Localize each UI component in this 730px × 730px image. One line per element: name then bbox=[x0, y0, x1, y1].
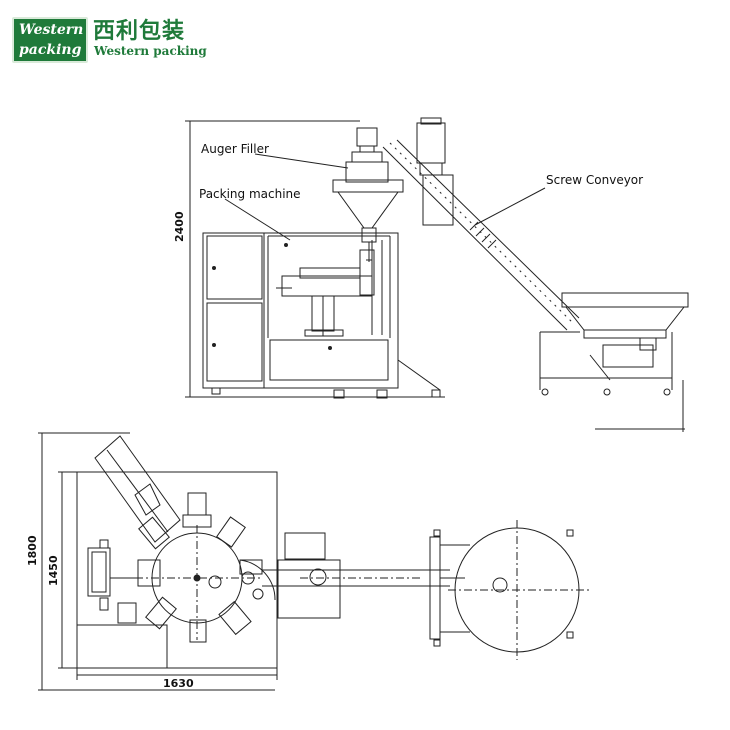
dimension-inner-length-label: 1450 bbox=[47, 555, 60, 586]
dimension-length-label: 1800 bbox=[26, 535, 39, 566]
conveyor-flights bbox=[469, 221, 497, 249]
packing-machine-base-plan bbox=[76, 471, 278, 669]
auger-filler bbox=[332, 127, 404, 262]
logo-line-1: Western bbox=[19, 22, 84, 38]
packing-machine-cabinet bbox=[202, 232, 399, 389]
dimension-line-height bbox=[185, 120, 360, 398]
label-auger-filler: Auger Filler bbox=[201, 142, 269, 156]
conveyor-hopper bbox=[539, 292, 689, 396]
brand-name-chinese: 西利包装 bbox=[93, 19, 186, 44]
left-side-mechanism bbox=[87, 539, 140, 624]
label-packing-machine: Packing machine bbox=[199, 187, 301, 201]
packing-machine-feet bbox=[200, 359, 445, 399]
dimension-ref-right bbox=[595, 380, 685, 432]
bag-feeder-arm bbox=[94, 435, 181, 543]
label-leaders bbox=[224, 153, 546, 241]
company-logo: Western packing bbox=[12, 17, 88, 63]
logo-line-2: packing bbox=[19, 42, 82, 58]
turret-mechanism-front bbox=[276, 240, 383, 337]
conveyor-link-plan bbox=[239, 532, 450, 619]
brand-name-english: Western packing bbox=[94, 44, 207, 58]
screw-conveyor bbox=[382, 117, 580, 331]
dimension-height-label: 2400 bbox=[173, 211, 186, 242]
label-screw-conveyor: Screw Conveyor bbox=[546, 173, 643, 187]
rotary-table bbox=[135, 525, 262, 640]
dimension-width-label: 1630 bbox=[163, 677, 194, 690]
dimension-lines-plan bbox=[38, 432, 278, 691]
table-stations bbox=[137, 492, 263, 643]
conveyor-hopper-plan bbox=[429, 520, 590, 660]
